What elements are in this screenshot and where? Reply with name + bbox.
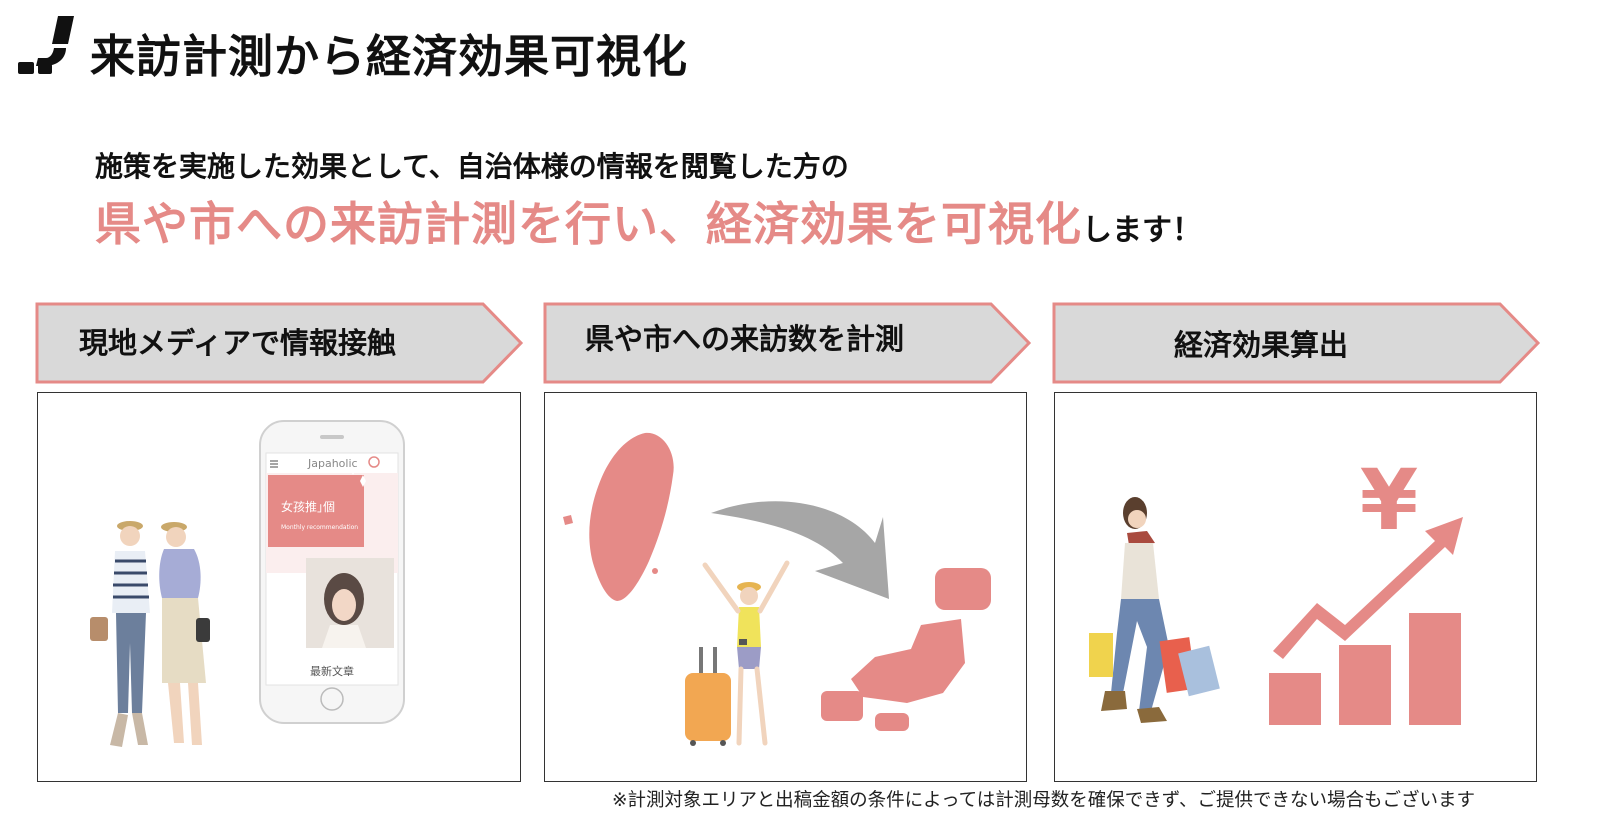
lead-suffix: します！ [1082,213,1202,248]
shopping-growth-illustration: ¥ [1089,451,1463,725]
taiwan-japan-travel-illustration [563,432,991,746]
travel-arrow-shape [711,501,889,599]
panel-visit-measurement [544,392,1027,782]
woman-right-figure [159,522,210,745]
phone-app-name: Japaholic [307,457,358,470]
panel-economic-effect: ¥ [1054,392,1537,782]
shopper-figure [1089,497,1220,723]
step-3-arrow: 経済効果算出 [1052,302,1542,384]
phone-banner-sub: Monthly recommendation [281,524,358,531]
growth-bar-1 [1269,673,1321,725]
yen-symbol: ¥ [1360,451,1418,549]
phone-footer-text: 最新文章 [310,664,354,678]
suitcase-shape [685,647,731,746]
women-illustration: Japaholic 女孩推｣個 Monthly recommendation 最… [90,420,405,747]
footnote: ※計測対象エリアと出稿金額の条件によっては計測母数を確保できず、ご提供できない場… [612,790,1475,811]
taiwan-map-shape [589,432,674,601]
growth-bar-3 [1409,613,1461,725]
japan-map-shape [821,568,991,731]
growth-arrow [1273,517,1463,659]
seat-logo-icon [18,16,74,74]
panel-media-contact: Japaholic 女孩推｣個 Monthly recommendation 最… [37,392,521,782]
lead-highlight: 県や市への来訪計測を行い、経済効果を可視化 [95,197,1082,251]
step-1-arrow: 現地メディアで情報接触 [35,302,525,384]
page-title: 来訪計測から経済効果可視化 [90,30,689,83]
step-3-label: 経済効果算出 [1174,328,1349,362]
lead-line-2: 県や市への来訪計測を行い、経済効果を可視化します！ [95,188,1202,254]
step-2-arrow: 県や市への来訪数を計測 [543,302,1033,384]
phone-banner-text: 女孩推｣個 [281,499,335,514]
growth-bar-chart [1269,613,1461,725]
step-1-label: 現地メディアで情報接触 [79,326,396,360]
smartphone-mockup [259,420,405,724]
lead-line-1: 施策を実施した効果として、自治体様の情報を閲覧した方の [95,150,849,183]
woman-left-figure [90,521,150,747]
growth-bar-2 [1339,645,1391,725]
traveler-figure [702,560,790,746]
step-2-label: 県や市への来訪数を計測 [585,322,905,356]
